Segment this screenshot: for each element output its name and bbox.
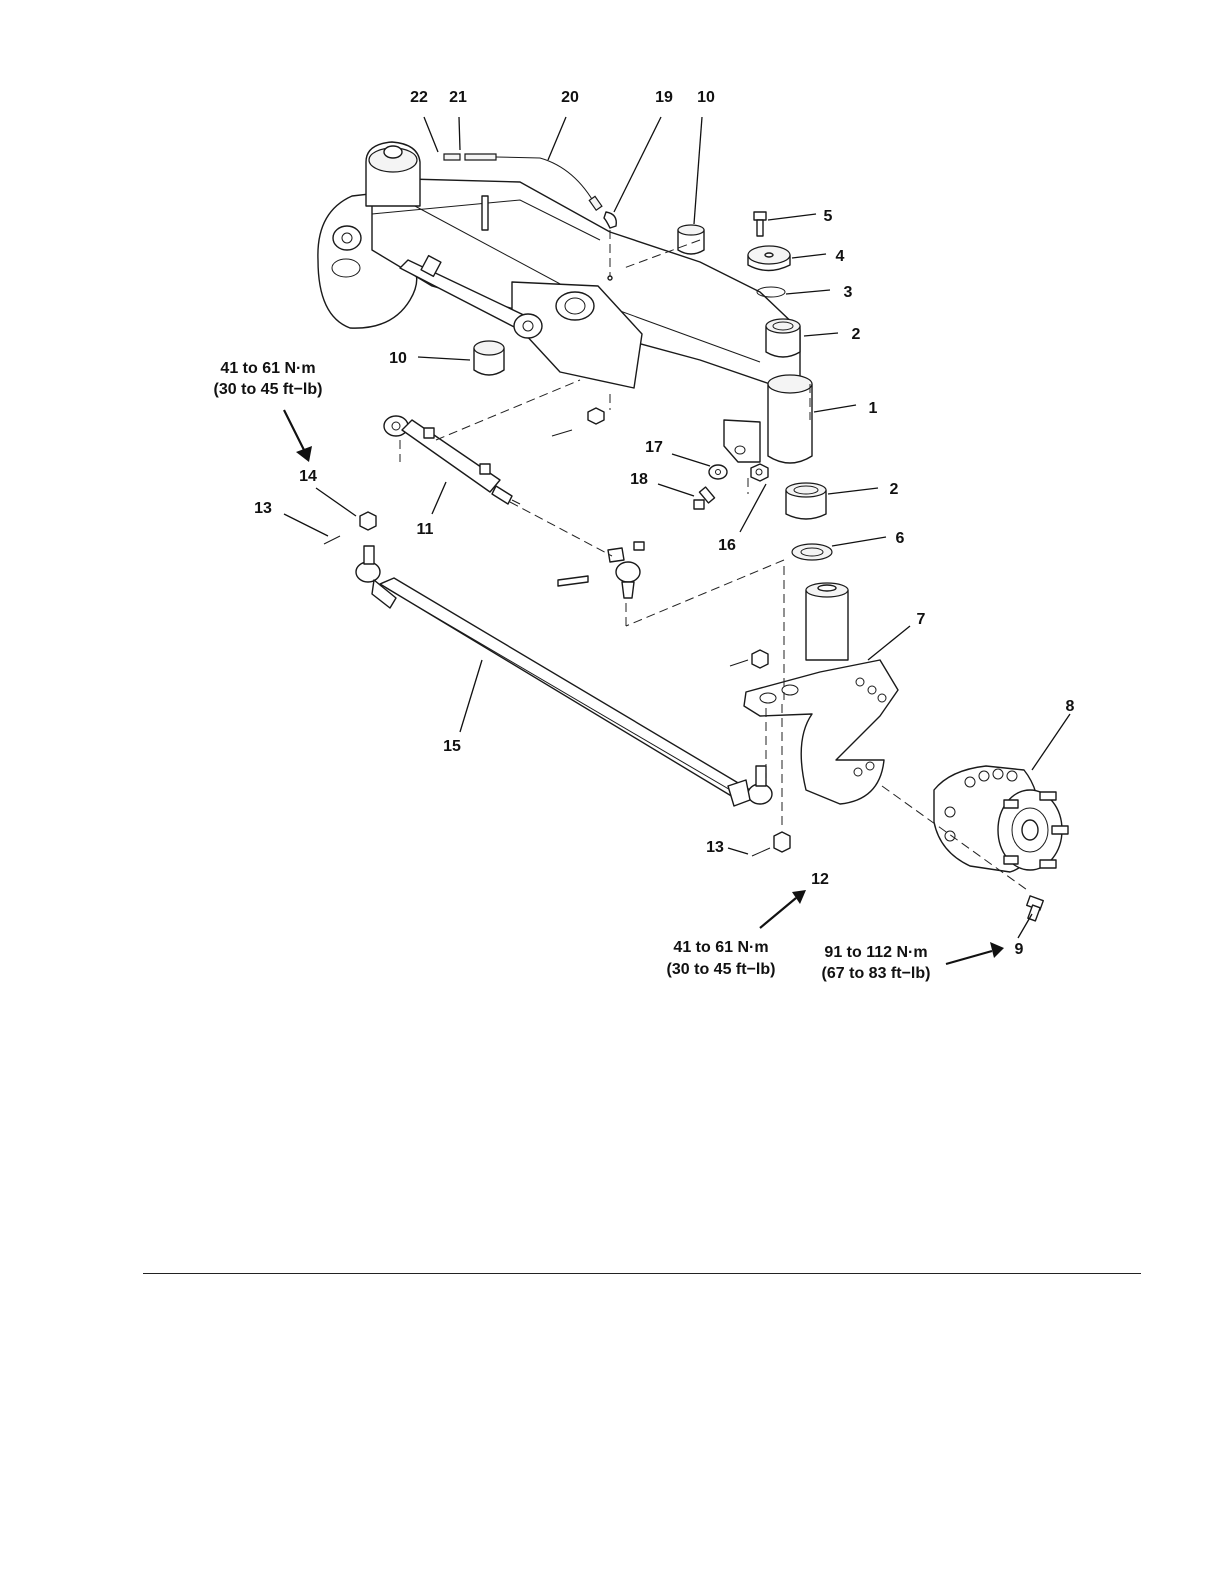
bolt-5 bbox=[754, 212, 766, 236]
bushing-10-upper bbox=[678, 225, 704, 254]
callout-13-lower: 13 bbox=[706, 839, 724, 856]
callout-17: 17 bbox=[645, 439, 663, 456]
spindle-7 bbox=[744, 583, 898, 804]
torque-12-ftlb: (30 to 45 ft−lb) bbox=[667, 961, 776, 978]
castle-nut-14 bbox=[360, 512, 376, 530]
horizontal-divider bbox=[143, 1273, 1141, 1274]
bushing-10-lower bbox=[474, 341, 504, 375]
callout-22: 22 bbox=[410, 89, 428, 106]
thrust-washer-6 bbox=[792, 544, 832, 560]
cotter-pin-13-lower bbox=[752, 848, 770, 856]
callout-6: 6 bbox=[896, 530, 905, 547]
bolt-18 bbox=[694, 487, 715, 509]
pivot-tube-1 bbox=[768, 375, 812, 463]
callout-16: 16 bbox=[718, 537, 736, 554]
callout-5: 5 bbox=[824, 208, 833, 225]
castle-nut-12 bbox=[774, 832, 790, 852]
washer-17 bbox=[709, 465, 727, 479]
torque-14-ftlb: (30 to 45 ft−lb) bbox=[214, 381, 323, 398]
callout-1: 1 bbox=[869, 400, 878, 417]
castle-nut-upper-spindle bbox=[730, 650, 768, 668]
callout-10-upper: 10 bbox=[697, 89, 715, 106]
callout-3: 3 bbox=[844, 284, 853, 301]
callout-14: 14 bbox=[299, 468, 317, 485]
callout-2-upper: 2 bbox=[852, 326, 861, 343]
cap-4 bbox=[748, 246, 790, 271]
callout-21: 21 bbox=[449, 89, 467, 106]
flange-bushing-2-lower bbox=[786, 483, 826, 519]
cotter-pin-13-upper bbox=[324, 536, 340, 544]
axle-frame bbox=[318, 142, 800, 462]
torque-9-ftlb: (67 to 83 ft−lb) bbox=[822, 965, 931, 982]
retaining-ring-3 bbox=[757, 287, 785, 297]
callout-15: 15 bbox=[443, 738, 461, 755]
wheel-bolt-9 bbox=[1027, 896, 1044, 921]
callout-11: 11 bbox=[417, 521, 434, 538]
wheel-hub-8 bbox=[934, 766, 1068, 872]
callout-12: 12 bbox=[811, 871, 829, 888]
callout-2-lower: 2 bbox=[890, 481, 899, 498]
steering-cylinder-11 bbox=[384, 416, 520, 504]
nut-16 bbox=[751, 464, 768, 481]
callout-10-lower: 10 bbox=[389, 350, 407, 367]
callout-18: 18 bbox=[630, 471, 648, 488]
torque-12-nm: 41 to 61 N·m bbox=[673, 939, 768, 956]
callout-7: 7 bbox=[917, 611, 926, 628]
callout-8: 8 bbox=[1066, 698, 1075, 715]
frame-nut-upper bbox=[552, 408, 604, 436]
callout-20: 20 bbox=[561, 89, 579, 106]
flange-bushing-2-upper bbox=[766, 319, 800, 357]
callout-9: 9 bbox=[1015, 941, 1024, 958]
torque-9-nm: 91 to 112 N·m bbox=[824, 944, 927, 961]
callout-19: 19 bbox=[655, 89, 673, 106]
callout-4: 4 bbox=[836, 248, 845, 265]
torque-14-nm: 41 to 61 N·m bbox=[220, 360, 315, 377]
callout-13-upper: 13 bbox=[254, 500, 272, 517]
